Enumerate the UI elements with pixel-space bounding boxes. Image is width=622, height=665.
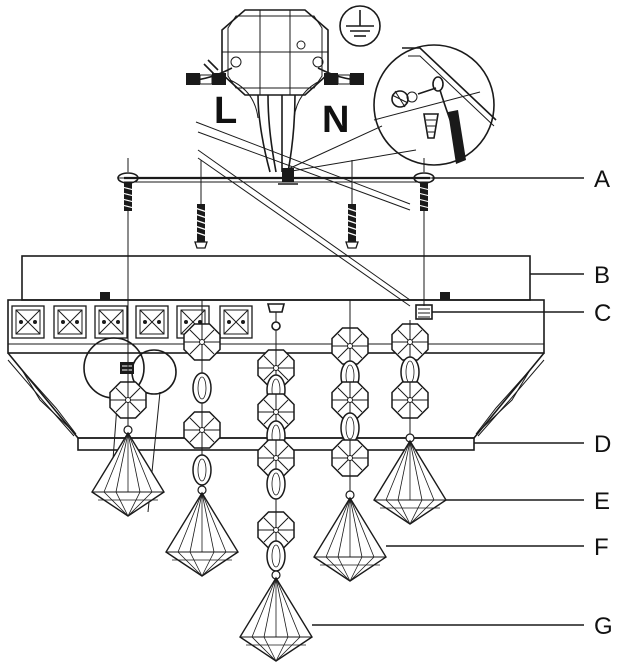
svg-text:G: G — [594, 613, 613, 640]
svg-text:B: B — [594, 262, 610, 289]
guide-line — [197, 157, 411, 307]
svg-text:A: A — [594, 166, 610, 193]
cap-nut — [415, 304, 433, 320]
guide-line — [197, 149, 411, 301]
svg-text:E: E — [594, 488, 610, 515]
mounting-screw-left — [117, 172, 139, 211]
svg-text:C: C — [594, 300, 611, 327]
callout-e: E — [446, 488, 610, 515]
ceiling-junction-box — [221, 9, 329, 96]
live-wire-label: L — [214, 90, 237, 132]
wire-connector-right — [324, 73, 364, 85]
svg-text:D: D — [594, 431, 611, 458]
callout-d: D — [474, 431, 611, 458]
callout-c: C — [432, 300, 611, 327]
guide-line — [197, 131, 411, 211]
ground-screw-detail-callout — [373, 44, 497, 166]
callout-b: B — [530, 262, 610, 289]
wire-connector-left — [186, 73, 226, 85]
svg-text:F: F — [594, 534, 609, 561]
guide-line — [195, 121, 411, 205]
crystal-strand-4 — [313, 300, 387, 582]
mounting-bar — [124, 168, 430, 185]
ceiling-anchor-screw-left — [194, 203, 208, 249]
callout-a: A — [432, 166, 610, 193]
canopy-plate — [21, 255, 531, 301]
ceiling-anchor-screw-right — [345, 203, 359, 249]
crystal-strand-3 — [239, 330, 313, 662]
crystal-strand-1 — [91, 330, 165, 517]
detail-leader-line-2 — [285, 149, 417, 173]
callout-f: F — [386, 534, 609, 561]
crystal-strand-5 — [373, 320, 447, 525]
center-hook — [266, 303, 286, 331]
crystal-strand-2 — [165, 300, 239, 577]
callout-g: G — [312, 613, 613, 640]
neutral-wire-label: N — [322, 99, 349, 141]
ground-symbol-icon — [339, 5, 381, 47]
